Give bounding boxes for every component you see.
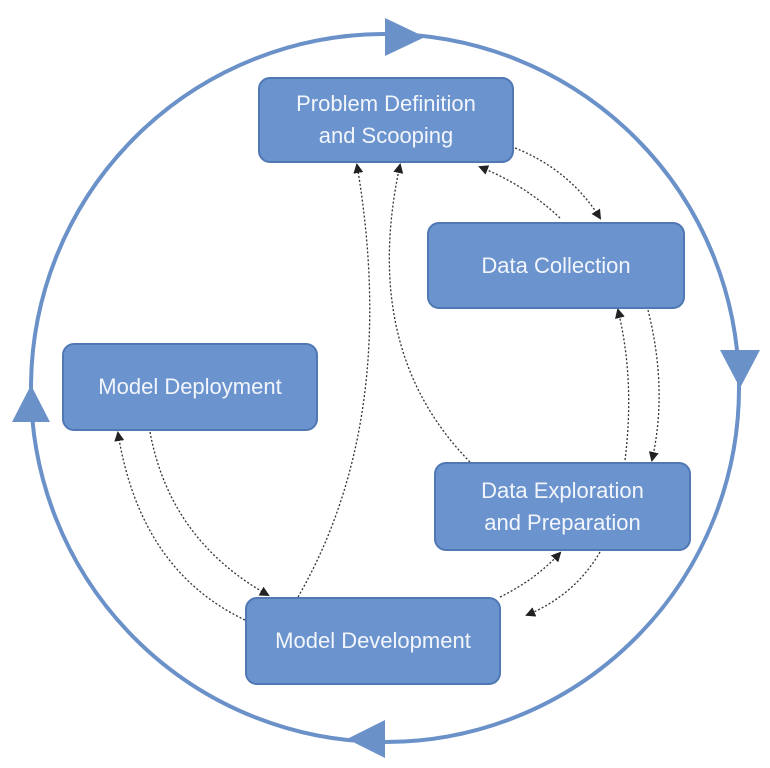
stage-problem-definition: Problem Definition and Scooping xyxy=(258,77,514,163)
cycle-arrow-left-icon xyxy=(12,385,50,422)
stage-label-line2: and Scooping xyxy=(318,123,454,148)
cycle-arrow-bottom-icon xyxy=(347,720,385,758)
arrow-collection-to-exploration xyxy=(647,309,660,462)
stage-label: Data Collection xyxy=(481,252,631,278)
stage-label-line1: Data Exploration xyxy=(481,477,644,503)
arrow-development-to-exploration xyxy=(499,551,562,598)
stage-label-line2: and Preparation xyxy=(484,509,641,535)
arrow-exploration-to-problem xyxy=(388,163,471,463)
arrow-exploration-to-development xyxy=(525,551,601,617)
arrow-deployment-to-development xyxy=(149,431,270,596)
arrow-exploration-to-collection xyxy=(615,308,630,461)
stage-model-development: Model Development xyxy=(245,597,501,685)
stage-label-line1: Problem Definition xyxy=(296,91,476,116)
stage-data-collection: Data Collection xyxy=(427,222,685,309)
stage-model-deployment: Model Deployment xyxy=(62,343,318,431)
arrow-collection-to-problem xyxy=(478,165,561,219)
stage-label: Model Development xyxy=(275,628,471,653)
arrow-development-to-problem xyxy=(297,163,371,598)
arrow-problem-to-collection xyxy=(514,147,602,220)
cycle-arrow-right-icon xyxy=(720,350,760,388)
arrow-development-to-deployment xyxy=(114,431,246,621)
stage-label: Model Deployment xyxy=(98,374,282,399)
stage-data-exploration: Data Exploration and Preparation xyxy=(434,462,691,551)
cycle-arrow-top-icon xyxy=(385,18,425,56)
